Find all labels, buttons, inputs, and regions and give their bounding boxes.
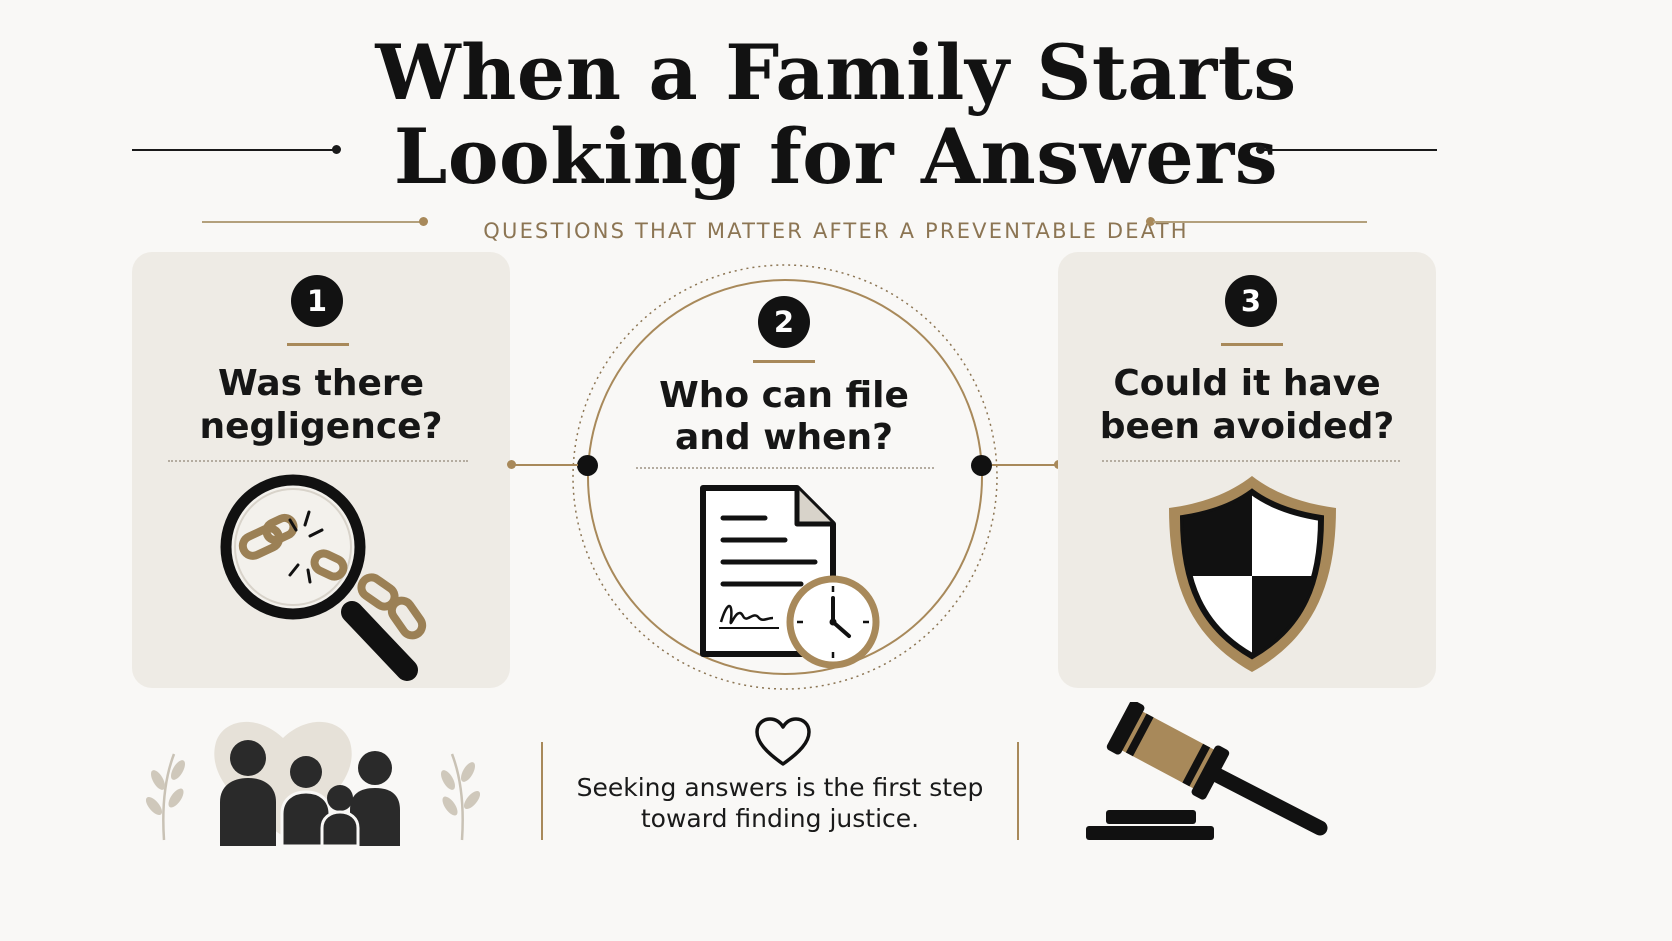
- card-1-accent-bar: [287, 343, 349, 346]
- connector-node-right: [971, 455, 992, 476]
- center-circle-frame: [572, 264, 998, 690]
- subtitle-rule-right: [1153, 221, 1367, 223]
- title-line-1: When a Family Starts: [375, 28, 1297, 117]
- title-line-2: Looking for Answers: [393, 112, 1279, 201]
- number-badge-1: 1: [291, 275, 343, 327]
- heart-icon: [755, 717, 811, 766]
- connector-end-left: [507, 460, 516, 469]
- title-rule-left-dot: [332, 145, 341, 154]
- title-rule-right: [1262, 149, 1437, 151]
- title-rule-left: [132, 149, 337, 151]
- connector-line-left: [512, 464, 578, 466]
- connector-line-right: [992, 464, 1058, 466]
- question-2-line-1: Who can file: [659, 375, 909, 416]
- shield-icon: [1169, 476, 1336, 672]
- title-rule-right-dot: [1256, 145, 1265, 154]
- question-1-line-2: negligence?: [199, 406, 443, 447]
- subtitle-rule-left: [202, 221, 422, 223]
- magnifier-broken-chain-icon: [220, 474, 427, 681]
- family-icon: [145, 721, 481, 848]
- tagline-line-1: Seeking answers is the first step: [576, 773, 984, 802]
- question-1-line-1: Was there: [217, 363, 425, 404]
- number-badge-3: 3: [1225, 275, 1277, 327]
- subtitle-rule-left-dot: [419, 217, 428, 226]
- subtitle: QUESTIONS THAT MATTER AFTER A PREVENTABL…: [483, 219, 1189, 243]
- card-2-accent-bar: [753, 360, 815, 363]
- footer-divider-right: [1017, 742, 1019, 840]
- question-2-line-2: and when?: [674, 417, 894, 458]
- question-3-line-1: Could it have: [1113, 363, 1381, 404]
- card-2-divider: [636, 467, 934, 469]
- subtitle-rule-right-dot: [1146, 217, 1155, 226]
- gavel-icon: [1086, 702, 1328, 840]
- tagline-line-2: toward finding justice.: [640, 804, 920, 833]
- footer-divider-left: [541, 742, 543, 840]
- question-3-line-2: been avoided?: [1099, 406, 1395, 447]
- document-clock-icon: [700, 485, 880, 669]
- connector-node-left: [577, 455, 598, 476]
- number-badge-2: 2: [758, 296, 810, 348]
- card-3-divider: [1102, 460, 1400, 462]
- card-3-accent-bar: [1221, 343, 1283, 346]
- card-1-divider: [168, 460, 468, 462]
